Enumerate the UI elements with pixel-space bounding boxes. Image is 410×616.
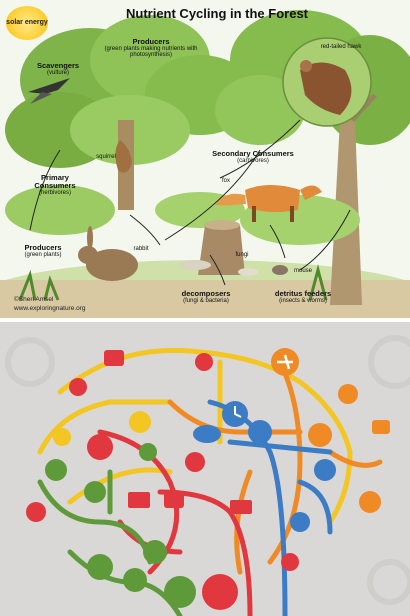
mouse: [272, 265, 288, 275]
sun-label: solar energy: [6, 19, 48, 27]
detritus-feeders-label: detritus feeders (insects & worms): [274, 289, 332, 304]
decomposers-label: decomposers (fungi & bacteria): [181, 289, 231, 304]
icon-network: [0, 322, 410, 616]
rabbit-label: rabbit: [133, 246, 149, 252]
cloud-icon: [193, 425, 221, 443]
primary-consumers-label: Primary Consumers (herbivores): [34, 173, 76, 196]
squirrel: [115, 140, 132, 173]
clock-icon: [222, 401, 248, 427]
globe-icon: [290, 491, 381, 532]
sun-icon: solar energy: [6, 6, 48, 40]
producers-top-label: Producers (green plants making nutrients…: [104, 37, 198, 59]
secondary-consumers-label: Secondary Consumers (carnivores): [212, 149, 294, 164]
squirrel-label: squirrel: [96, 154, 116, 160]
person-icon: [45, 459, 106, 503]
thumbs-up-icon: [338, 384, 358, 404]
flask-icon: [129, 411, 336, 481]
shopping-cart-icon: [53, 428, 167, 564]
mail-icon: [128, 492, 150, 508]
camera-icon: [164, 420, 390, 508]
left-tree: [5, 15, 255, 210]
credit-author: ©Sheri Amsel: [14, 296, 54, 303]
facebook-icon: [26, 502, 46, 522]
diagram-title: Nutrient Cycling in the Forest: [125, 6, 308, 21]
briefcase-icon: [104, 350, 124, 366]
gear-icon: [139, 443, 205, 472]
twitter-icon: [69, 353, 299, 571]
airplane-icon: [271, 348, 299, 376]
phone-icon: [87, 434, 113, 460]
truck-icon: [230, 500, 252, 514]
hawk-label: red-tailed hawk: [320, 44, 362, 50]
icon-network-illustration: [0, 322, 410, 616]
headphones-icon: [248, 420, 272, 444]
lightbulb-icon: [123, 423, 332, 592]
fox: [215, 185, 322, 222]
rabbit: [78, 226, 138, 281]
fungi-label: fungi: [235, 252, 249, 258]
producers-bottom-label: Producers (green plants): [24, 243, 62, 258]
arrows: [29, 119, 351, 286]
fox-label: fox: [221, 178, 230, 184]
tree-stump: [198, 225, 245, 275]
credit-site: www.exploringnature.org: [14, 305, 86, 312]
vulture: [28, 78, 70, 104]
mouse-label: mouse: [293, 268, 312, 274]
yellow-paths: [37, 347, 353, 525]
forest-illustration: solar energy Nutrient Cycling in the For…: [0, 0, 410, 318]
forest-scene: [0, 10, 410, 318]
hawk: [300, 62, 352, 115]
scavengers-label: Scavengers (vulture): [36, 61, 80, 76]
